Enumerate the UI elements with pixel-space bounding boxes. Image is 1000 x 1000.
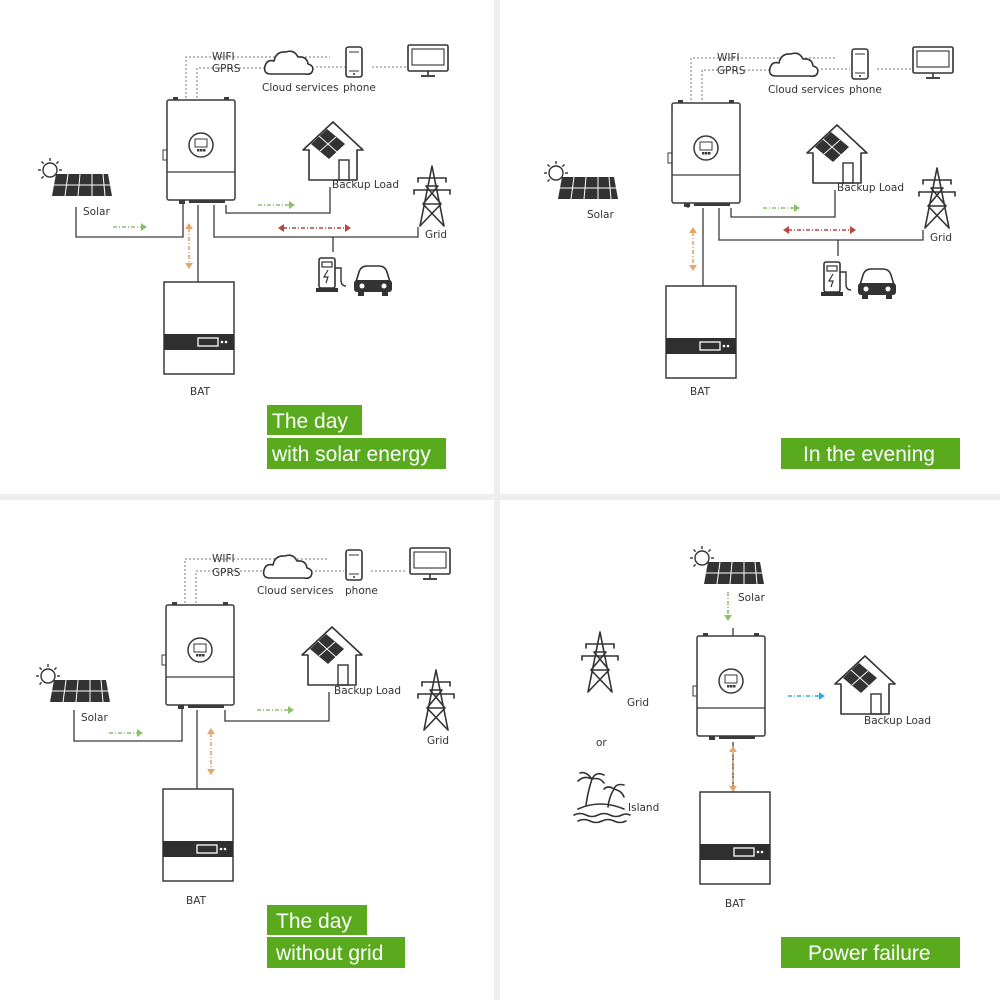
flow-arrow-backup [258,201,295,209]
battery-icon [665,285,737,379]
flow-arrow-battery [185,223,193,269]
or-label: or [596,737,607,749]
monitor-icon [409,547,451,580]
cloud-label: Cloud services [262,82,338,94]
grid-label: Grid [930,232,952,244]
panel-power-failure: Solar Grid or Island Backup Load BAT Pow… [573,545,960,968]
flow-arrow-grid [783,226,856,234]
grid-label: Grid [425,229,447,241]
flow-arrow-solar [724,592,732,621]
battery-icon [162,788,234,882]
bat-label: BAT [186,895,207,907]
backup-label: Backup Load [864,715,931,727]
flow-arrow-battery [689,227,697,271]
solar-label: Solar [81,712,108,724]
banner-bg [267,937,405,968]
monitor-icon [912,46,954,79]
flow-arrow-backup [788,692,825,700]
cloud-label: Cloud services [768,84,844,96]
wifi-label: WIFI [212,51,235,63]
bat-label: BAT [725,898,746,910]
wifi-label: WIFI [717,52,740,64]
banner-bg [781,438,960,469]
banner-line: In the evening [803,443,935,466]
panel-bg-day-no-grid [0,500,494,1000]
car-icon [857,268,897,300]
backup-label: Backup Load [334,685,401,697]
flow-arrow-solar [109,729,143,737]
island-label: Island [628,802,659,814]
flow-arrow-grid [278,224,351,232]
cloud-label: Cloud services [257,585,333,597]
banner-bg [267,438,446,469]
banner-line: with solar energy [271,443,431,466]
panel-evening: WIFI GPRS Cloud services phone Solar Bac… [543,46,960,469]
backup-label: Backup Load [332,179,399,191]
banner-bg [781,937,960,968]
inverter-icon [161,601,235,710]
gprs-label: GPRS [717,65,746,77]
wifi-label: WIFI [212,553,235,565]
inverter-icon [667,99,741,208]
banner-line: The day [276,910,352,933]
flow-arrow-solar [113,223,147,231]
phone-icon [345,46,363,78]
grid-label: Grid [627,697,649,709]
phone-icon [345,549,363,581]
panel-day-solar: WIFI GPRS Cloud services phone Solar Bac… [37,44,451,469]
panel-bg-evening [500,0,1000,494]
backup-label: Backup Load [837,182,904,194]
flow-arrow-battery [207,728,215,775]
grid-label: Grid [427,735,449,747]
phone-label: phone [345,585,378,597]
bat-label: BAT [690,386,711,398]
inverter-icon [162,96,236,205]
banner-bg [267,405,362,435]
gprs-label: GPRS [212,567,241,579]
banner-line: Power failure [808,942,931,965]
banner-bg [267,905,367,935]
inverter-icon [692,632,766,741]
solar-label: Solar [587,209,614,221]
solar-label: Solar [738,592,765,604]
flow-arrow-battery [729,746,737,792]
battery-icon [163,281,235,375]
phone-icon [851,48,869,80]
banner-line: The day [272,410,348,433]
car-icon [353,265,393,297]
monitor-icon [407,44,449,77]
panel-day-no-grid: WIFI GPRS Cloud services phone Solar Bac… [35,547,455,968]
flow-arrow-backup [763,204,800,212]
bat-label: BAT [190,386,211,398]
panel-bg-day-solar [0,0,494,494]
flow-arrow-backup [257,706,294,714]
phone-label: phone [343,82,376,94]
gprs-label: GPRS [212,63,241,75]
battery-icon [699,791,771,885]
phone-label: phone [849,84,882,96]
banner-line: without grid [275,942,383,965]
solar-label: Solar [83,206,110,218]
